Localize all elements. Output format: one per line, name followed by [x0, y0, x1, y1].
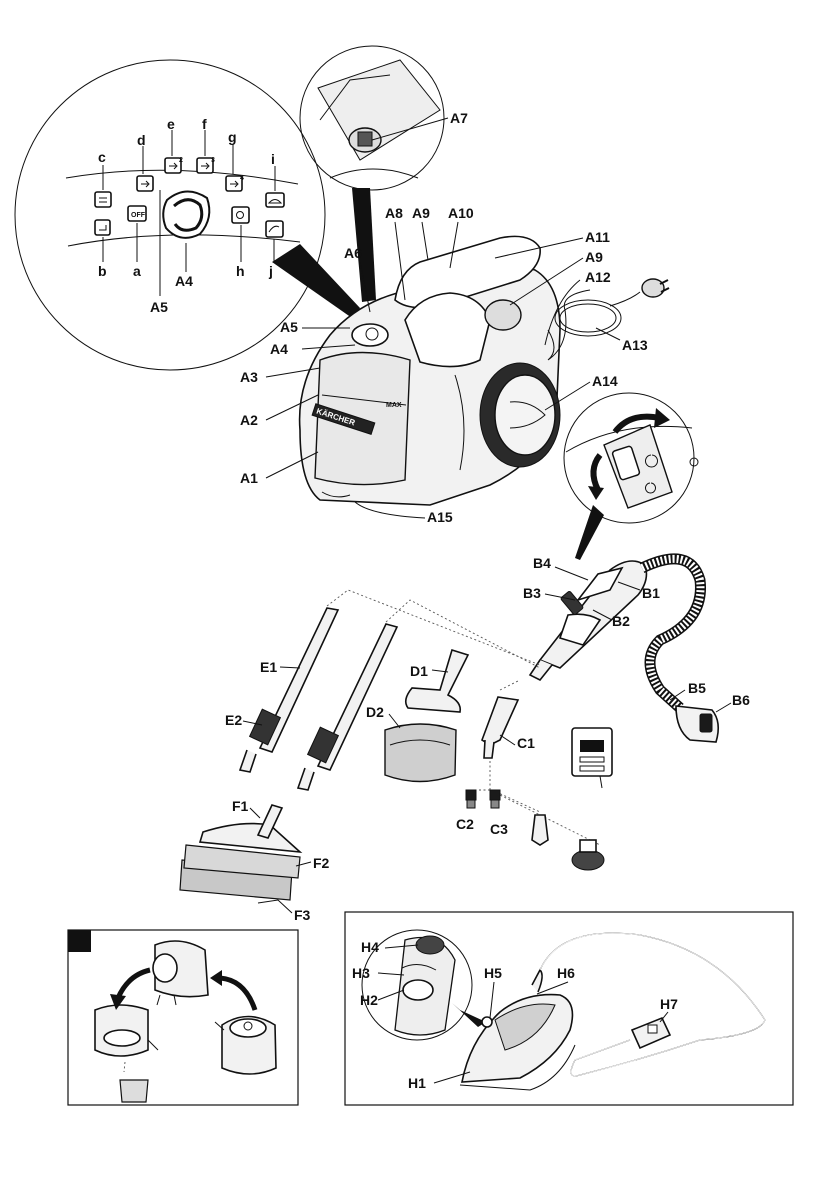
steam-cleaner-body: KÄRCHER MAX	[298, 235, 670, 506]
label-f1: F1	[232, 798, 249, 814]
rotary-knob	[162, 190, 211, 239]
label-a3: A3	[240, 369, 258, 385]
label-d2: D2	[366, 704, 384, 720]
label-a8: A8	[385, 205, 403, 221]
zoom-pointer	[575, 505, 604, 560]
label-h6: H6	[557, 965, 575, 981]
label-f2: F2	[313, 855, 330, 871]
label-e: e	[167, 116, 175, 132]
label-f3: F3	[294, 907, 311, 923]
label-g: g	[228, 129, 237, 145]
label-a1: A1	[240, 470, 258, 486]
label-h2: H2	[360, 992, 378, 1008]
icon-b	[94, 219, 111, 236]
label-i: i	[271, 151, 275, 167]
label-a9: A9	[585, 249, 603, 265]
large-round-brush	[571, 839, 605, 871]
label-c: c	[98, 149, 106, 165]
microfibre-cover-d2	[384, 723, 457, 783]
point-nozzle-c1	[481, 696, 520, 759]
iron-connector	[630, 1016, 672, 1050]
label-a5-zoom: A5	[150, 299, 168, 315]
label-c3: C3	[490, 821, 508, 837]
label-h7: H7	[660, 996, 678, 1012]
zoom-pointer	[272, 244, 360, 318]
floor-nozzle-f1	[179, 804, 303, 901]
label-e1: E1	[260, 659, 277, 675]
step-marker	[68, 930, 91, 952]
label-a7: A7	[450, 110, 468, 126]
label-b1: B1	[642, 585, 660, 601]
label-a4-zoom: A4	[175, 273, 193, 289]
power-nozzle	[531, 814, 549, 846]
label-c1: C1	[517, 735, 535, 751]
operating-manual	[571, 727, 613, 789]
zoom-pointer	[452, 1003, 486, 1027]
svg-text:4: 4	[240, 175, 244, 182]
steam-iron	[459, 968, 576, 1091]
icon-a: OFF	[127, 205, 147, 222]
icon-d	[136, 175, 154, 192]
label-b6: B6	[732, 692, 750, 708]
refill-zoom: A7	[299, 45, 468, 302]
label-a9-top: A9	[412, 205, 430, 221]
label-a10: A10	[448, 205, 474, 221]
label-a13: A13	[622, 337, 648, 353]
accessory-leaders: E1 E2 D1 D2 C1 C2 C3 F1 F2 F3	[225, 659, 535, 923]
round-brush-c3	[489, 789, 501, 809]
label-h3: H3	[352, 965, 370, 981]
label-c2: C2	[456, 816, 474, 832]
label-a14: A14	[592, 373, 618, 389]
hand-nozzle-d1	[404, 648, 470, 713]
gun-leaders: B4 B3 B1 B2 B5 B6	[523, 555, 750, 713]
label-a: a	[133, 263, 141, 279]
icon-c	[94, 191, 112, 208]
zoom-pointer	[352, 188, 376, 302]
icon-g: 4	[225, 175, 244, 192]
max-marker: MAX	[386, 402, 402, 409]
main-body-leaders: A5 A4 A3 A2 A1 A15 A6 A8 A9 A10 A11 A9 A…	[240, 205, 648, 525]
label-d1: D1	[410, 663, 428, 679]
label-f: f	[202, 116, 207, 132]
label-h: h	[236, 263, 245, 279]
label-h4: H4	[361, 939, 379, 955]
extension-tube-second	[296, 623, 399, 791]
label-a5: A5	[280, 319, 298, 335]
steam-gun	[528, 553, 720, 743]
label-a4: A4	[270, 341, 288, 357]
emptying-instruction-box	[67, 929, 299, 1106]
switch-zoom	[563, 392, 699, 560]
control-panel-zoom: 2 3 4 OFF c d e f g i b a A4 h	[14, 59, 360, 371]
icon-e: 2	[164, 157, 183, 174]
extension-tube-e1	[238, 607, 340, 773]
label-h1: H1	[408, 1075, 426, 1091]
label-a6: A6	[344, 245, 362, 261]
label-h5: H5	[484, 965, 502, 981]
label-a2: A2	[240, 412, 258, 428]
accessories	[179, 589, 613, 901]
label-a12: A12	[585, 269, 611, 285]
icon-f: 3	[196, 157, 215, 174]
icon-h	[231, 206, 250, 224]
label-d: d	[137, 132, 146, 148]
power-plug	[641, 278, 670, 298]
svg-text:2: 2	[179, 157, 183, 164]
icon-j	[265, 220, 284, 238]
svg-text:OFF: OFF	[131, 212, 146, 219]
label-b3: B3	[523, 585, 541, 601]
steam-iron-box: H4 H3 H2 H5 H6 H7 H1	[344, 911, 794, 1106]
label-b4: B4	[533, 555, 551, 571]
label-a15: A15	[427, 509, 453, 525]
label-e2: E2	[225, 712, 242, 728]
svg-text:3: 3	[211, 157, 215, 164]
round-brush-c2	[465, 789, 477, 809]
label-b: b	[98, 263, 107, 279]
label-b2: B2	[612, 613, 630, 629]
label-b5: B5	[688, 680, 706, 696]
label-j: j	[268, 263, 273, 279]
label-a11: A11	[585, 229, 610, 245]
icon-i	[265, 192, 285, 208]
